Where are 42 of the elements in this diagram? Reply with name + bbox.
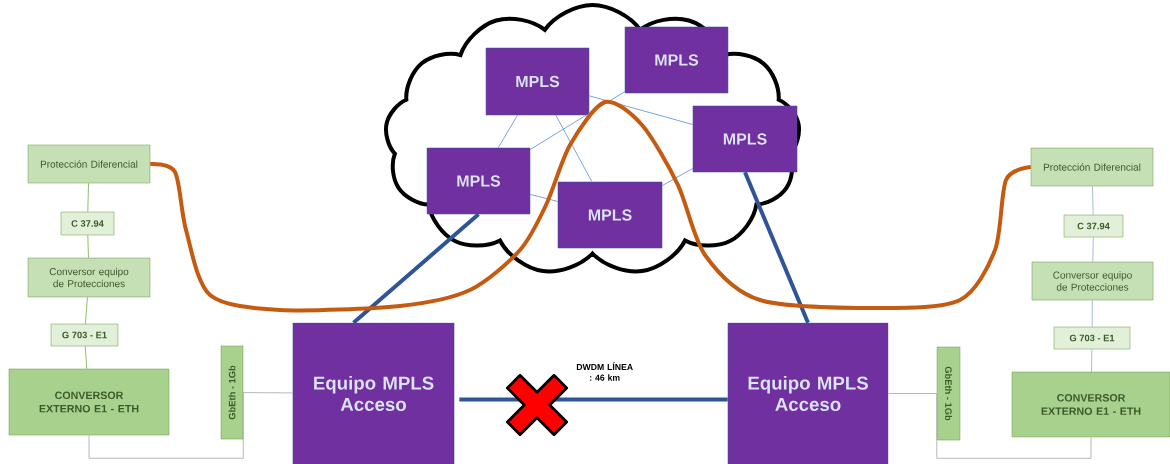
connector-line	[555, 114, 593, 183]
link-line	[352, 212, 480, 325]
connector-line	[1091, 348, 1093, 373]
device-box: Conversor equipo de Protecciones	[1031, 261, 1154, 301]
interface-box: C 37.94	[60, 211, 115, 236]
converter-box: CONVERSOR EXTERNO E1 - ETH	[8, 368, 170, 436]
mpls-node: MPLS	[485, 47, 590, 116]
mpls-node: MPLS	[426, 147, 531, 215]
device-box: Conversor equipo de Protecciones	[27, 257, 151, 298]
interface-box: C 37.94	[1063, 214, 1124, 238]
network-cloud	[384, 3, 801, 274]
connector-line	[84, 345, 88, 370]
connector-line	[88, 392, 244, 459]
interface-box: G 703 - E1	[50, 323, 119, 347]
connector-line	[84, 296, 88, 325]
connector-line	[1091, 299, 1093, 328]
converter-box: CONVERSOR EXTERNO E1 - ETH	[1011, 371, 1170, 438]
link-line	[150, 99, 1032, 313]
connector-line	[87, 234, 89, 259]
connector-line	[497, 114, 518, 149]
connector-line	[87, 182, 89, 213]
device-box: Protección Diferencial	[27, 144, 151, 184]
connector-line	[1092, 185, 1094, 216]
interface-box: G 703 - E1	[1053, 326, 1131, 350]
device-box: Protección Diferencial	[1030, 147, 1154, 187]
link-line	[459, 397, 728, 402]
connector-line	[529, 194, 559, 202]
connector-line	[529, 91, 626, 150]
access-device-box: Equipo MPLS Acceso	[727, 322, 889, 464]
connector-line	[887, 393, 938, 394]
connector-line	[588, 95, 694, 125]
access-device-box: Equipo MPLS Acceso	[292, 322, 455, 464]
connector-line	[1092, 236, 1094, 263]
connector-line	[661, 168, 694, 186]
mpls-node: MPLS	[692, 105, 798, 173]
port-box: GbEth - 1Gb	[220, 345, 244, 440]
mpls-node: MPLS	[557, 181, 663, 249]
link-line	[743, 171, 810, 324]
connector-line	[936, 393, 1092, 459]
mpls-node: MPLS	[624, 26, 729, 94]
connector-line	[242, 392, 294, 394]
port-box: GbEth - 1Gb	[936, 346, 961, 441]
